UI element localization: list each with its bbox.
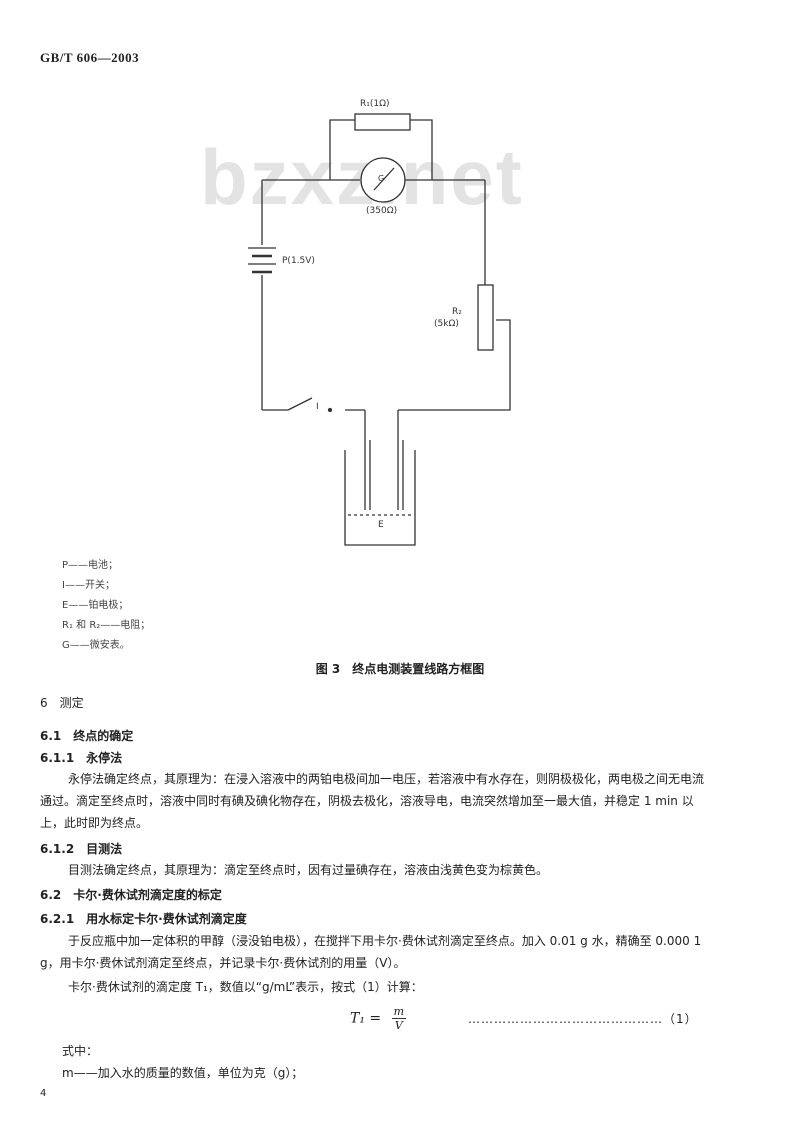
galvanometer-symbol: G	[378, 174, 385, 183]
formula: T₁ = m V	[350, 1005, 407, 1032]
paragraph: 永停法确定终点，其原理为：在浸入溶液中的两铂电极间加一电压，若溶液中有水存在，则…	[40, 772, 705, 830]
paragraph: 卡尔·费休试剂的滴定度 T₁，数值以“g/mL”表示，按式（1）计算：	[68, 980, 423, 994]
paragraph: 于反应瓶中加一定体积的甲醇（浸没铂电极），在搅拌下用卡尔·费休试剂滴定至终点。加…	[40, 934, 702, 970]
formula-fraction: m V	[391, 1005, 407, 1032]
section-heading: 6.2 卡尔·费休试剂滴定度的标定	[40, 888, 222, 902]
r2-wiper	[398, 319, 511, 411]
section-heading: 6 测定	[40, 696, 84, 710]
section-heading: 6.2.1 用水标定卡尔·费休试剂滴定度	[40, 912, 247, 926]
paragraph: 目测法确定终点，其原理为：滴定至终点时，因有过量碘存在，溶液由浅黄色变为棕黄色。	[68, 863, 549, 877]
battery-label: P(1.5V)	[282, 256, 315, 266]
where-label: 式中：	[62, 1044, 99, 1058]
beaker	[344, 450, 416, 546]
legend-item: P——电池；	[62, 560, 119, 571]
circuit-diagram	[248, 113, 511, 546]
section-heading: 6.1.2 目测法	[40, 842, 123, 856]
legend-item: G——微安表。	[62, 640, 130, 651]
variable-definition: m——加入水的质量的数值，单位为克（g）；	[62, 1066, 304, 1080]
formula-lhs: T₁ =	[350, 1010, 382, 1027]
formula-number: ………………………………………（1）	[468, 1010, 698, 1027]
page-number: 4	[40, 1088, 47, 1099]
formula-denominator: V	[394, 1019, 403, 1032]
switch-label: I	[316, 402, 319, 412]
legend-item: I——开关；	[62, 580, 115, 591]
standard-number: GB/T 606—2003	[40, 50, 140, 65]
formula-number-text: （1）	[663, 1012, 698, 1026]
switch-blade	[287, 397, 313, 411]
r2-value: (5kΩ)	[434, 319, 459, 329]
formula-leader: ………………………………………	[468, 1012, 663, 1026]
galvanometer-label: (350Ω)	[366, 206, 398, 216]
figure-caption: 图 3 终点电测装置线路方框图	[315, 662, 485, 676]
r1-label: R₁(1Ω)	[360, 99, 390, 109]
legend-item: R₁ 和 R₂——电阻；	[62, 620, 151, 631]
galvanometer-needle	[373, 167, 395, 191]
resistor-r2	[477, 284, 494, 351]
legend-item: E——铂电极；	[62, 600, 129, 611]
electrode-label: E	[378, 520, 384, 530]
section-heading: 6.1 终点的确定	[40, 729, 134, 743]
section-heading: 6.1.1 永停法	[40, 751, 123, 765]
resistor-r1	[354, 113, 411, 131]
r2-label: R₂	[452, 307, 462, 317]
switch-contact	[327, 407, 333, 413]
formula-numerator: m	[391, 1005, 407, 1019]
